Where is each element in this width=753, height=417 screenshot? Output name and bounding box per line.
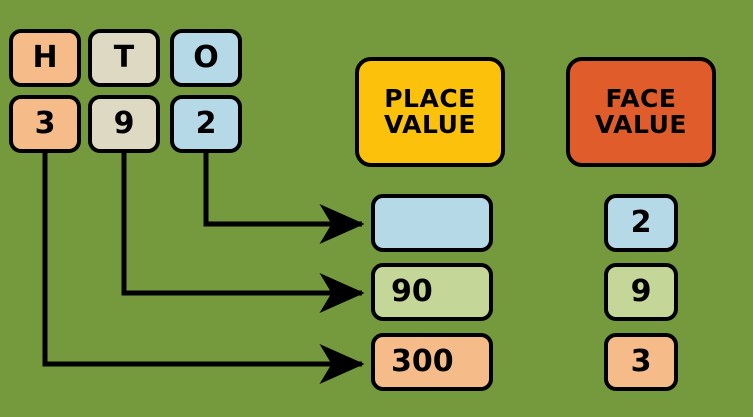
digit-tens: 9 (88, 95, 160, 153)
connector-hundreds (42, 150, 365, 384)
face-value-box-hundreds: 3 (604, 333, 678, 391)
digit-hundreds: 3 (9, 95, 81, 153)
place-value-banner-line2: VALUE (384, 110, 476, 139)
place-value-box-ones (371, 194, 493, 252)
column-header-tens: T (88, 29, 160, 87)
place-value-box-hundreds: 300 (371, 333, 493, 391)
face-value-banner-line1: FACE (605, 83, 677, 113)
column-header-ones: O (170, 29, 242, 87)
connector-tens (121, 150, 365, 313)
place-value-banner: PLACE VALUE (355, 57, 505, 167)
digit-ones: 2 (170, 95, 242, 153)
face-value-banner: FACE VALUE (566, 57, 716, 167)
place-value-banner-line1: PLACE (384, 83, 476, 113)
place-value-box-tens: 90 (371, 263, 493, 321)
column-header-hundreds: H (9, 29, 81, 87)
connector-ones (203, 150, 365, 244)
face-value-box-ones: 2 (604, 194, 678, 252)
face-value-banner-line2: VALUE (595, 110, 687, 139)
face-value-box-tens: 9 (604, 263, 678, 321)
